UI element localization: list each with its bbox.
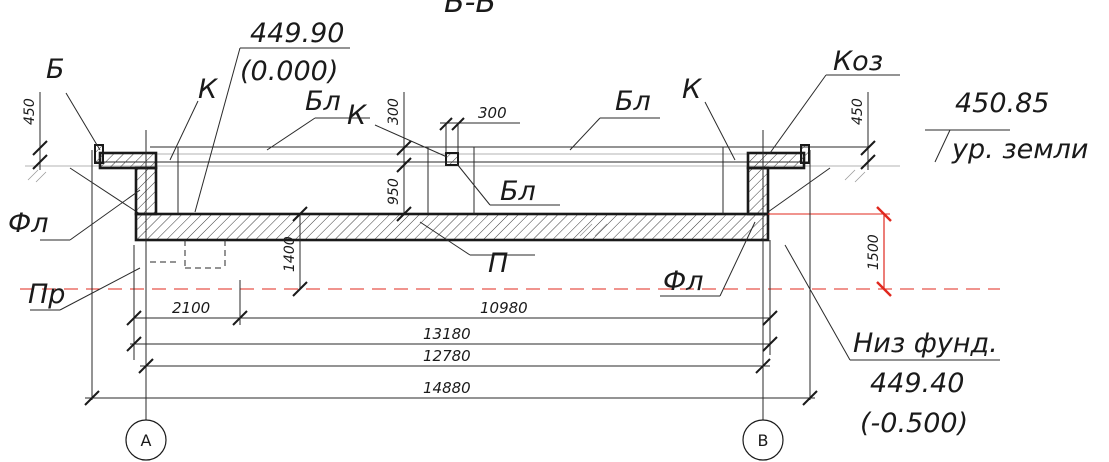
label-pr: Пр <box>28 279 65 310</box>
elevation-bottom-title: Низ фунд. <box>853 328 998 359</box>
bottom-slab <box>134 212 770 242</box>
dim-1400: 1400 <box>282 236 298 272</box>
dim-14880: 14880 <box>423 379 471 397</box>
vertical-dimensions <box>32 92 876 297</box>
right-ledge <box>746 151 806 170</box>
axis-b-marker: В <box>742 419 784 461</box>
dim-1500: 1500 <box>866 234 882 270</box>
dimension-lines <box>84 280 818 406</box>
label-p: П <box>488 248 508 279</box>
axis-b-label: В <box>758 431 769 450</box>
small-beam <box>445 152 459 166</box>
label-fl-right: Фл <box>663 266 704 297</box>
elevation-bottom-value: 449.40 <box>870 368 964 399</box>
label-bl-left: Бл <box>305 86 341 117</box>
axis-lines <box>91 130 811 420</box>
leader-lines <box>30 47 1010 361</box>
elevation-top-value: 449.90 <box>250 18 344 49</box>
label-bl-right: Бл <box>615 86 651 117</box>
dim-300-horiz: 300 <box>478 104 507 122</box>
elevation-ground-value: 450.85 <box>955 88 1049 119</box>
label-koz: Коз <box>833 46 883 77</box>
axis-a-label: А <box>141 431 152 450</box>
foundation-structure <box>94 144 810 242</box>
inner-guides <box>150 147 724 269</box>
red-dimension <box>768 206 892 297</box>
label-k-left: К <box>198 74 219 105</box>
dim-450-left: 450 <box>22 98 38 125</box>
section-title: Б-Б <box>444 0 496 20</box>
right-wall <box>746 166 770 216</box>
label-k-right: К <box>682 74 703 105</box>
right-ledge-lip <box>800 144 810 164</box>
dim-950: 950 <box>386 178 402 205</box>
dim-450-right: 450 <box>850 98 866 125</box>
label-fl-left: Фл <box>8 208 49 239</box>
dim-12780: 12780 <box>423 347 471 365</box>
label-bl-small: Бл <box>500 176 536 207</box>
left-ledge-lip <box>94 144 104 164</box>
axis-a-marker: А <box>125 419 167 461</box>
left-ledge <box>98 151 158 170</box>
dim-10980: 10980 <box>480 299 528 317</box>
dim-300-vert: 300 <box>386 98 402 125</box>
dim-2100: 2100 <box>172 299 210 317</box>
elevation-ground-label: ур. земли <box>951 134 1088 165</box>
label-b: Б <box>46 54 65 85</box>
elevation-top-rel: (0.000) <box>240 56 338 87</box>
label-k-mid: К <box>347 100 368 131</box>
elevation-bottom-rel: (-0.500) <box>860 408 968 439</box>
dim-13180: 13180 <box>423 325 471 343</box>
excavation-slopes <box>69 167 831 215</box>
